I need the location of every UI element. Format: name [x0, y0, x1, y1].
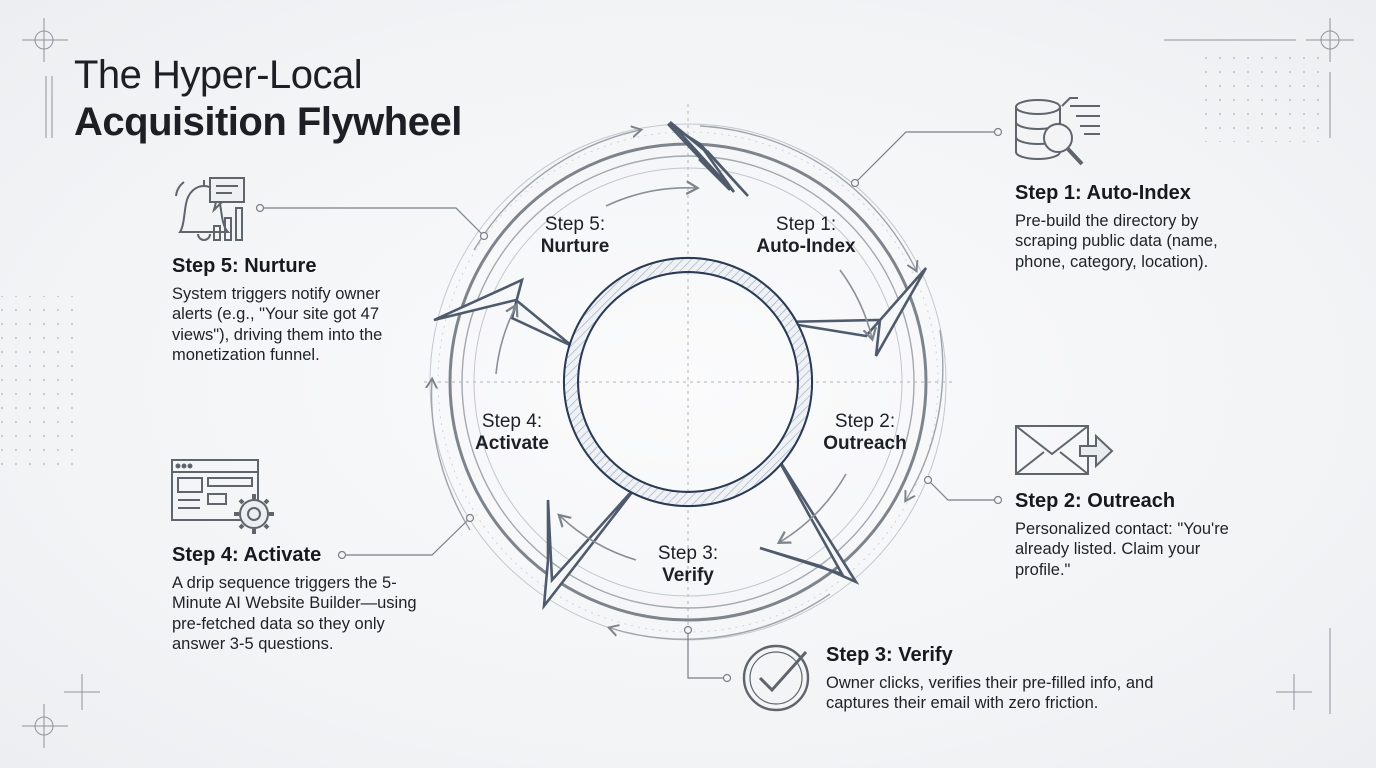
step-1-heading: Step 1: Auto-Index: [1015, 182, 1191, 204]
ring-label-step-number: Step 2:: [834, 411, 896, 432]
step-3-description: Step 3: Verify Owner clicks, verifies th…: [826, 644, 1166, 714]
outer-arrows: [433, 120, 928, 611]
ring-label-step-4: Step 4: Activate: [442, 411, 582, 456]
leader-lines: [255, 127, 1003, 683]
page-title: The Hyper-Local Acquisition Flywheel: [74, 52, 462, 146]
website-gear-icon: [171, 459, 274, 534]
bell-chat-chart-icon: [175, 177, 245, 241]
envelope-send-icon: [1015, 425, 1114, 475]
check-circle-icon: [742, 644, 810, 712]
step-4-description: Step 4: Activate A drip sequence trigger…: [172, 544, 422, 654]
inner-ring: [562, 256, 814, 508]
ring-label-step-2: Step 2: Outreach: [795, 411, 935, 456]
step-3-body: Owner clicks, verifies their pre-filled …: [826, 674, 1154, 713]
ring-label-step-number: Step 5:: [544, 214, 606, 235]
inner-flow-arrows: [495, 188, 872, 561]
ring-label-step-name: Auto-Index: [756, 236, 856, 258]
step-3-heading: Step 3: Verify: [826, 644, 953, 666]
step-5-description: Step 5: Nurture System triggers notify o…: [172, 255, 412, 365]
title-line-1: The Hyper-Local: [74, 53, 363, 97]
corner-crosshair-bottom-right: [1276, 628, 1331, 714]
dot-grid-left: [0, 296, 76, 472]
ring-label-step-5: Step 5: Nurture: [505, 214, 645, 259]
step-5-heading: Step 5: Nurture: [172, 255, 317, 277]
dot-grid-top-right: [1196, 52, 1326, 142]
step-1-description: Step 1: Auto-Index Pre-build the directo…: [1015, 182, 1255, 272]
title-line-2: Acquisition Flywheel: [74, 100, 462, 145]
ring-label-step-name: Outreach: [823, 433, 907, 455]
corner-crosshair-top-right: [1164, 18, 1354, 138]
step-2-heading: Step 2: Outreach: [1015, 490, 1176, 512]
corner-crosshair-bottom-left: [22, 674, 100, 748]
ring-label-step-number: Step 4:: [481, 411, 543, 432]
outer-flow-arrows: [432, 125, 944, 640]
ring-label-step-name: Activate: [475, 433, 549, 455]
ring-label-step-name: Verify: [662, 565, 714, 587]
ring-label-step-number: Step 1:: [775, 214, 837, 235]
ring-label-step-name: Nurture: [540, 236, 610, 258]
step-2-description: Step 2: Outreach Personalized contact: "…: [1015, 490, 1255, 580]
step-4-heading: Step 4: Activate: [172, 544, 322, 566]
step-5-body: System triggers notify owner alerts (e.g…: [172, 285, 383, 364]
step-4-body: A drip sequence triggers the 5-Minute AI…: [172, 574, 417, 653]
step-2-body: Personalized contact: "You're already li…: [1015, 520, 1229, 579]
step-1-body: Pre-build the directory by scraping publ…: [1015, 212, 1218, 271]
ring-label-step-1: Step 1: Auto-Index: [736, 214, 876, 259]
corner-crosshair-top-left: [22, 18, 68, 138]
ring-label-step-number: Step 3:: [657, 543, 719, 564]
ring-label-step-3: Step 3: Verify: [618, 543, 758, 588]
database-search-icon: [1015, 97, 1100, 166]
